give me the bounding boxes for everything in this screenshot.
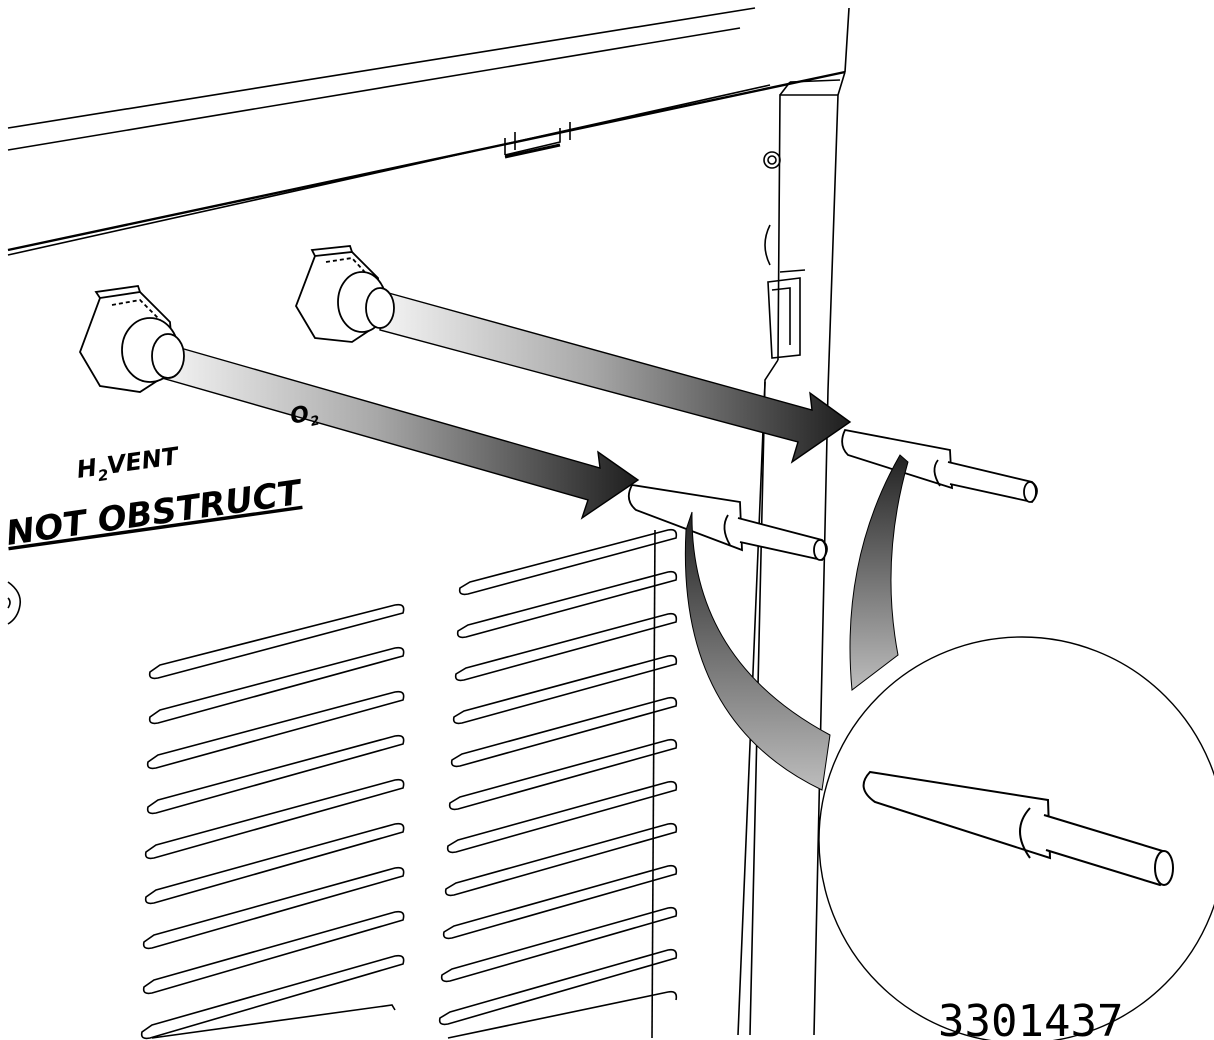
detail-callout-icon <box>818 636 1214 1040</box>
vent-louvers-right <box>438 528 678 1039</box>
do-not-obstruct-label: NOT OBSTRUCT <box>4 473 306 554</box>
o2-plug <box>841 428 1038 503</box>
h2-vent-fitting <box>79 285 185 393</box>
o2-vent-label: O2 <box>288 400 321 434</box>
tapered-plug-icon <box>627 484 743 552</box>
vent-louvers-left <box>140 603 405 1040</box>
callout-swoops <box>684 454 909 791</box>
vent-tube-icon <box>161 344 640 520</box>
tapered-plug-icon <box>841 428 953 490</box>
o2-vent-tube <box>379 291 852 464</box>
h2-vent-tube <box>161 344 640 520</box>
o2-vent-fitting <box>295 245 395 343</box>
figure-number: 3301437 <box>938 996 1123 1040</box>
vent-tube-icon <box>379 291 852 464</box>
h2-plug <box>627 484 828 561</box>
h2-vent-label: H2VENT <box>75 442 182 488</box>
warning-symbol-icon <box>7 581 22 625</box>
